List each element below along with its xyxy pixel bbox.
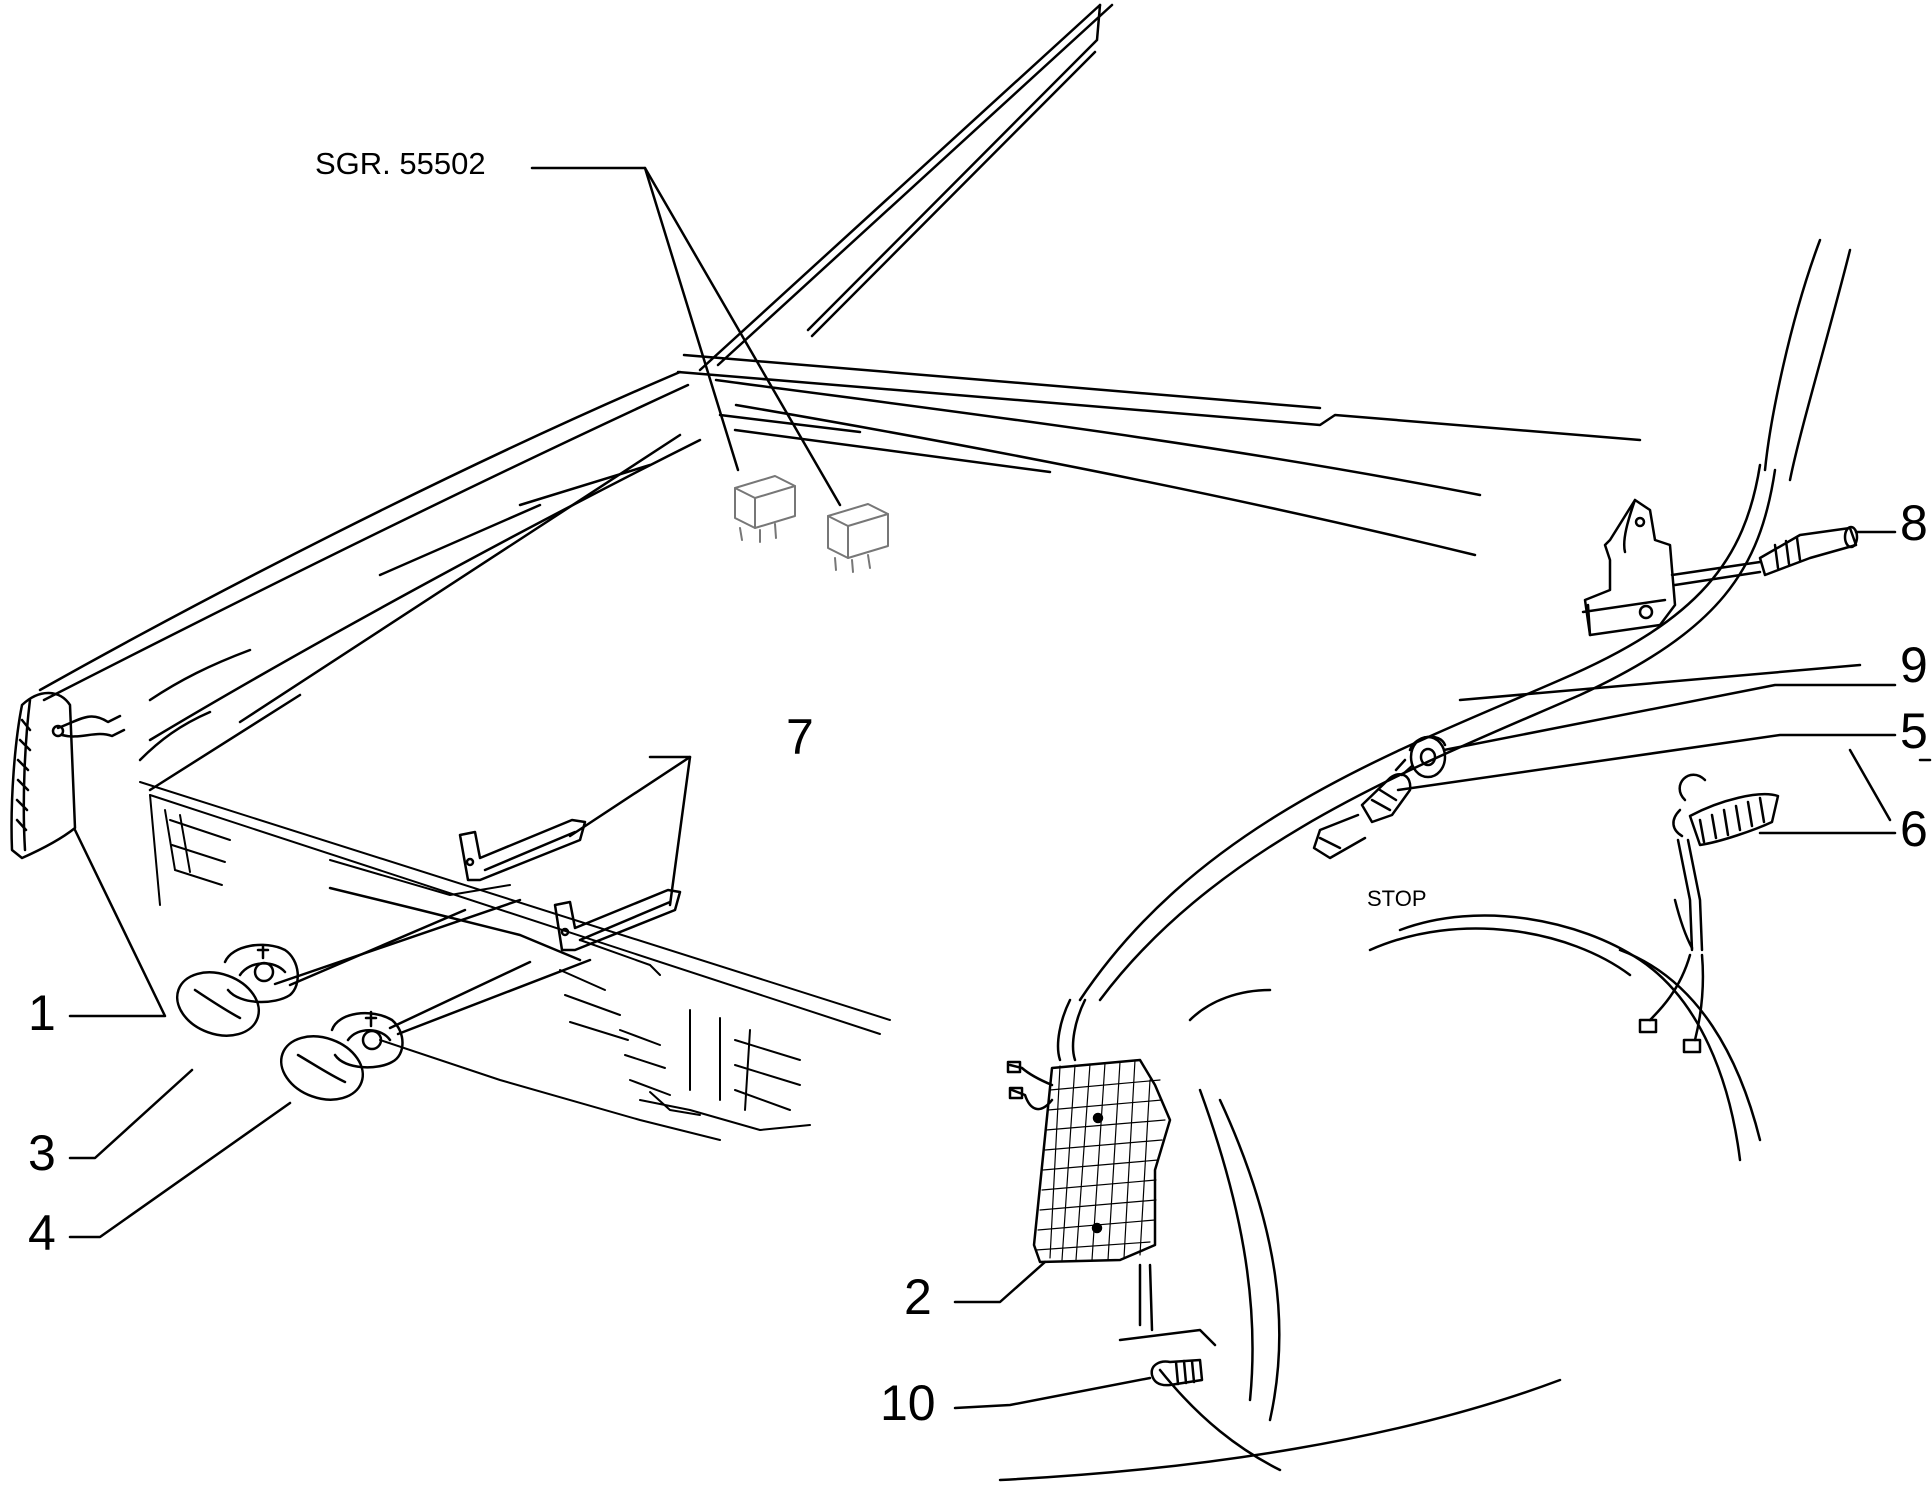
callout-6: 6 (1900, 801, 1928, 857)
horn-bracket-right (553, 888, 682, 952)
callout-1: 1 (28, 985, 56, 1041)
leader-lines (68, 166, 1897, 1410)
callout-10: 10 (880, 1375, 936, 1431)
side-repeater-lamp (10, 691, 126, 860)
callout-9: 9 (1900, 637, 1928, 693)
horn-low-tone (175, 943, 299, 1037)
front-grille (139, 781, 891, 1141)
relay-left (734, 475, 796, 543)
brake-switch-wire (1458, 663, 1862, 702)
callout-3: 3 (28, 1125, 56, 1181)
callout-7: 7 (786, 709, 814, 765)
horn-bracket-left (458, 818, 587, 882)
bulb (1150, 1358, 1204, 1387)
callout-8: 8 (1900, 495, 1928, 551)
steering-column-switch (1581, 498, 1859, 637)
switch-grommet (1408, 735, 1447, 779)
callout-2: 2 (904, 1269, 932, 1325)
callout-4: 4 (28, 1205, 56, 1261)
bonnet-outline (38, 370, 702, 792)
stop-marking: STOP (1367, 886, 1427, 911)
cowl-panel (676, 353, 1642, 557)
stop-lamp-switch (1312, 758, 1414, 860)
side-marker-lamp (1638, 773, 1780, 1054)
rear-lamp (1006, 1058, 1172, 1264)
reference-label: SGR. 55502 (315, 146, 486, 181)
right-fender (998, 238, 1932, 1482)
callout-5: 5 (1900, 703, 1928, 759)
relay-right (827, 503, 889, 573)
windscreen-outline (698, 3, 1114, 372)
horn-high-tone (279, 1010, 404, 1101)
